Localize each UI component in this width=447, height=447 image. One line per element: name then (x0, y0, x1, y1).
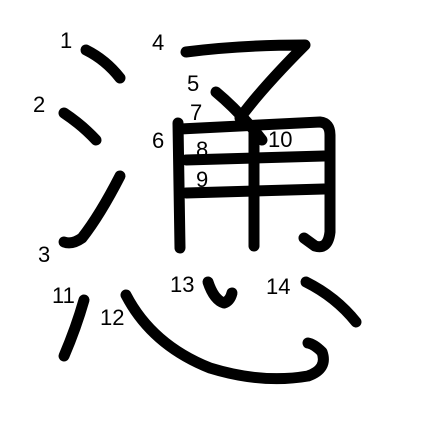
stroke-number-7: 7 (190, 100, 202, 125)
stroke-number-12: 12 (100, 305, 124, 330)
stroke-number-2: 2 (33, 92, 45, 117)
stroke-7 (174, 116, 336, 253)
stroke-4 (180, 39, 311, 124)
stroke-number-10: 10 (268, 127, 292, 152)
stroke-11 (58, 294, 90, 362)
stroke-3 (58, 170, 126, 249)
stroke-number-13: 13 (170, 272, 194, 297)
stroke-6 (172, 117, 186, 254)
stroke-12 (120, 289, 329, 385)
stroke-number-5: 5 (187, 71, 199, 96)
stroke-number-3: 3 (38, 242, 50, 267)
stroke-number-8: 8 (196, 137, 208, 162)
stroke-number-11: 11 (52, 283, 75, 308)
stroke-number-1: 1 (60, 28, 72, 53)
stroke-13 (202, 276, 238, 309)
stroke-14 (300, 276, 362, 328)
stroke-1 (80, 44, 126, 84)
stroke-number-14: 14 (266, 274, 290, 299)
stroke-number-9: 9 (196, 167, 208, 192)
stroke-number-4: 4 (152, 30, 164, 55)
stroke-number-6: 6 (152, 128, 164, 153)
stroke-2 (58, 107, 102, 146)
